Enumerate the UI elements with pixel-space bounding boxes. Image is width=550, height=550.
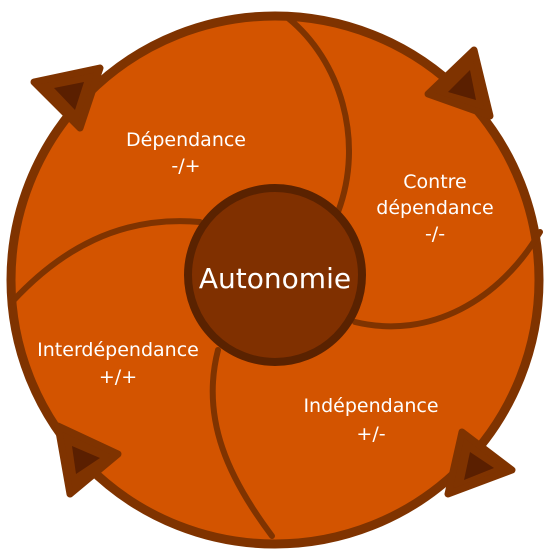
segment-dependance: Dépendance -/+ — [126, 129, 246, 177]
segment-interdependance-sign: +/+ — [99, 366, 137, 388]
segment-interdependance: Interdépendance +/+ — [37, 339, 199, 388]
segment-contre-dependance-name-2: dépendance — [376, 197, 493, 219]
divider-right — [352, 229, 543, 330]
center-label: Autonomie — [199, 262, 351, 295]
segment-interdependance-name: Interdépendance — [37, 339, 199, 361]
segment-contre-dependance-name-1: Contre — [403, 171, 466, 193]
center-hub — [184, 184, 366, 366]
segment-contre-dependance-sign: -/- — [425, 223, 445, 245]
divider-left — [9, 218, 203, 305]
segment-contre-dependance: Contre dépendance -/- — [376, 171, 493, 245]
segment-independance: Indépendance +/- — [303, 395, 438, 445]
cycle-arrow-top-right-icon — [424, 46, 494, 120]
divider-top — [285, 15, 352, 215]
cycle-arrow-bottom-left-icon — [54, 422, 122, 498]
cycle-arrows — [30, 46, 516, 498]
cycle-arrow-bottom-right-icon — [444, 428, 516, 498]
segment-dependance-name: Dépendance — [126, 129, 246, 151]
segment-independance-sign: +/- — [356, 423, 385, 445]
divider-bottom — [209, 347, 275, 539]
swirl-dividers — [9, 15, 543, 539]
segment-dependance-sign: -/+ — [171, 155, 200, 177]
cycle-arrow-top-left-icon — [30, 64, 104, 132]
segment-independance-name: Indépendance — [303, 395, 438, 417]
